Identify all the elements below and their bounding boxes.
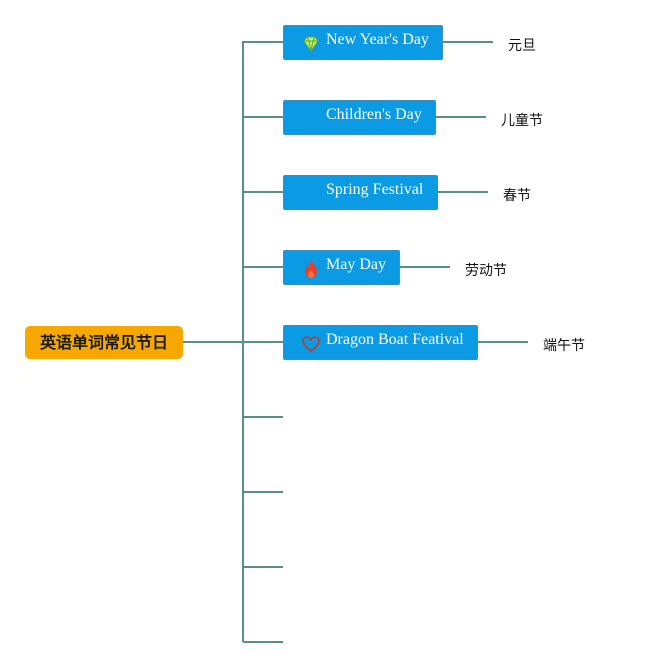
note-spring-festival: 春节 xyxy=(503,188,531,204)
note-new-years-day: 元旦 xyxy=(508,38,536,54)
topic-spring-festival[interactable]: Spring Festival xyxy=(283,175,438,210)
diamond-icon xyxy=(303,36,319,52)
topic-label: Spring Festival xyxy=(326,181,424,198)
topic-label: Children's Day xyxy=(326,106,422,123)
flame-icon xyxy=(305,260,317,278)
note-dragon-boat-festival: 端午节 xyxy=(543,338,585,354)
root-label: 英语单词常见节日 xyxy=(39,333,168,352)
topic-dragon-boat-festival[interactable]: Dragon Boat Featival xyxy=(283,325,478,360)
topic-new-years-day[interactable]: New Year's Day xyxy=(283,25,443,60)
topic-may-day[interactable]: May Day xyxy=(283,250,400,285)
root-node[interactable]: 英语单词常见节日 xyxy=(25,326,183,359)
note-may-day: 劳动节 xyxy=(465,263,507,279)
topic-label: Dragon Boat Featival xyxy=(326,331,464,348)
note-childrens-day: 儿童节 xyxy=(501,113,543,129)
topic-label: New Year's Day xyxy=(326,31,429,48)
heart-icon xyxy=(302,336,320,353)
topic-childrens-day[interactable]: Children's Day xyxy=(283,100,436,135)
topic-label: May Day xyxy=(326,256,386,273)
